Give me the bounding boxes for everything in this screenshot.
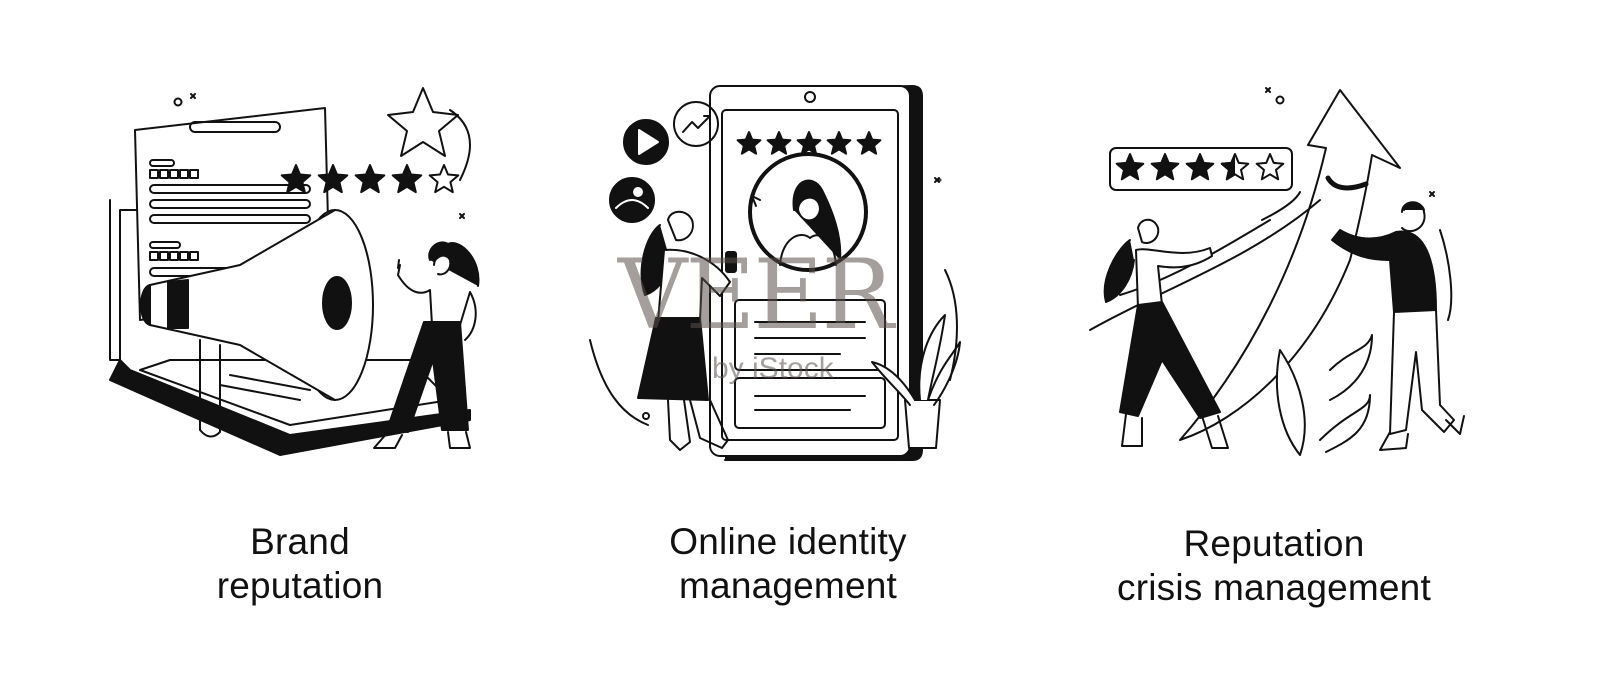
reputation-crisis-illustration (1089, 87, 1465, 456)
rating-star (826, 131, 852, 155)
star-rating-icon (280, 164, 460, 194)
woman-with-phone-icon (589, 210, 737, 451)
caption-line-2: crisis management (1117, 567, 1431, 608)
rating-star (1185, 153, 1215, 181)
caption-online-identity-management: Online identity management (538, 520, 1038, 608)
rating-star (1150, 153, 1180, 181)
star-rating-icon (1109, 147, 1293, 191)
leaves-icon (1275, 334, 1373, 456)
caption-brand-reputation: Brand reputation (50, 520, 550, 608)
man-figure-icon (1331, 201, 1465, 451)
panel-online-identity-management: Online identity management (550, 0, 1050, 686)
image-icon (609, 177, 655, 223)
rating-star (391, 164, 423, 194)
rating-star (428, 164, 460, 194)
rating-star (766, 131, 792, 155)
rating-star (317, 164, 349, 194)
caption-line-2: reputation (216, 565, 384, 606)
megaphone-icon (140, 209, 374, 438)
woman-figure-icon (373, 241, 480, 449)
rating-star (1115, 153, 1145, 181)
caption-line-1: Online identity (669, 521, 907, 562)
rating-star (1255, 153, 1285, 181)
star-rating-icon (736, 131, 882, 155)
panel-brand-reputation: Brand reputation (50, 0, 550, 686)
woman-figure-icon (1103, 218, 1229, 449)
rating-star (856, 131, 882, 155)
caption-reputation-crisis-management: Reputation crisis management (1024, 522, 1524, 610)
rating-star (736, 131, 762, 155)
online-identity-illustration (589, 85, 961, 461)
rating-star (354, 164, 386, 194)
caption-line-1: Brand (250, 521, 350, 562)
panel-reputation-crisis-management: Reputation crisis management (1050, 0, 1550, 686)
plant-icon (642, 177, 961, 449)
caption-line-2: management (679, 565, 897, 606)
caption-line-1: Reputation (1183, 523, 1365, 564)
profile-avatar-icon (748, 152, 868, 272)
brand-reputation-illustration (109, 87, 480, 456)
trend-up-icon (673, 101, 719, 147)
rating-star-half (1221, 154, 1235, 181)
play-icon (623, 119, 669, 165)
rating-star (796, 131, 822, 155)
rating-star (280, 164, 312, 194)
star-icon (173, 87, 471, 219)
